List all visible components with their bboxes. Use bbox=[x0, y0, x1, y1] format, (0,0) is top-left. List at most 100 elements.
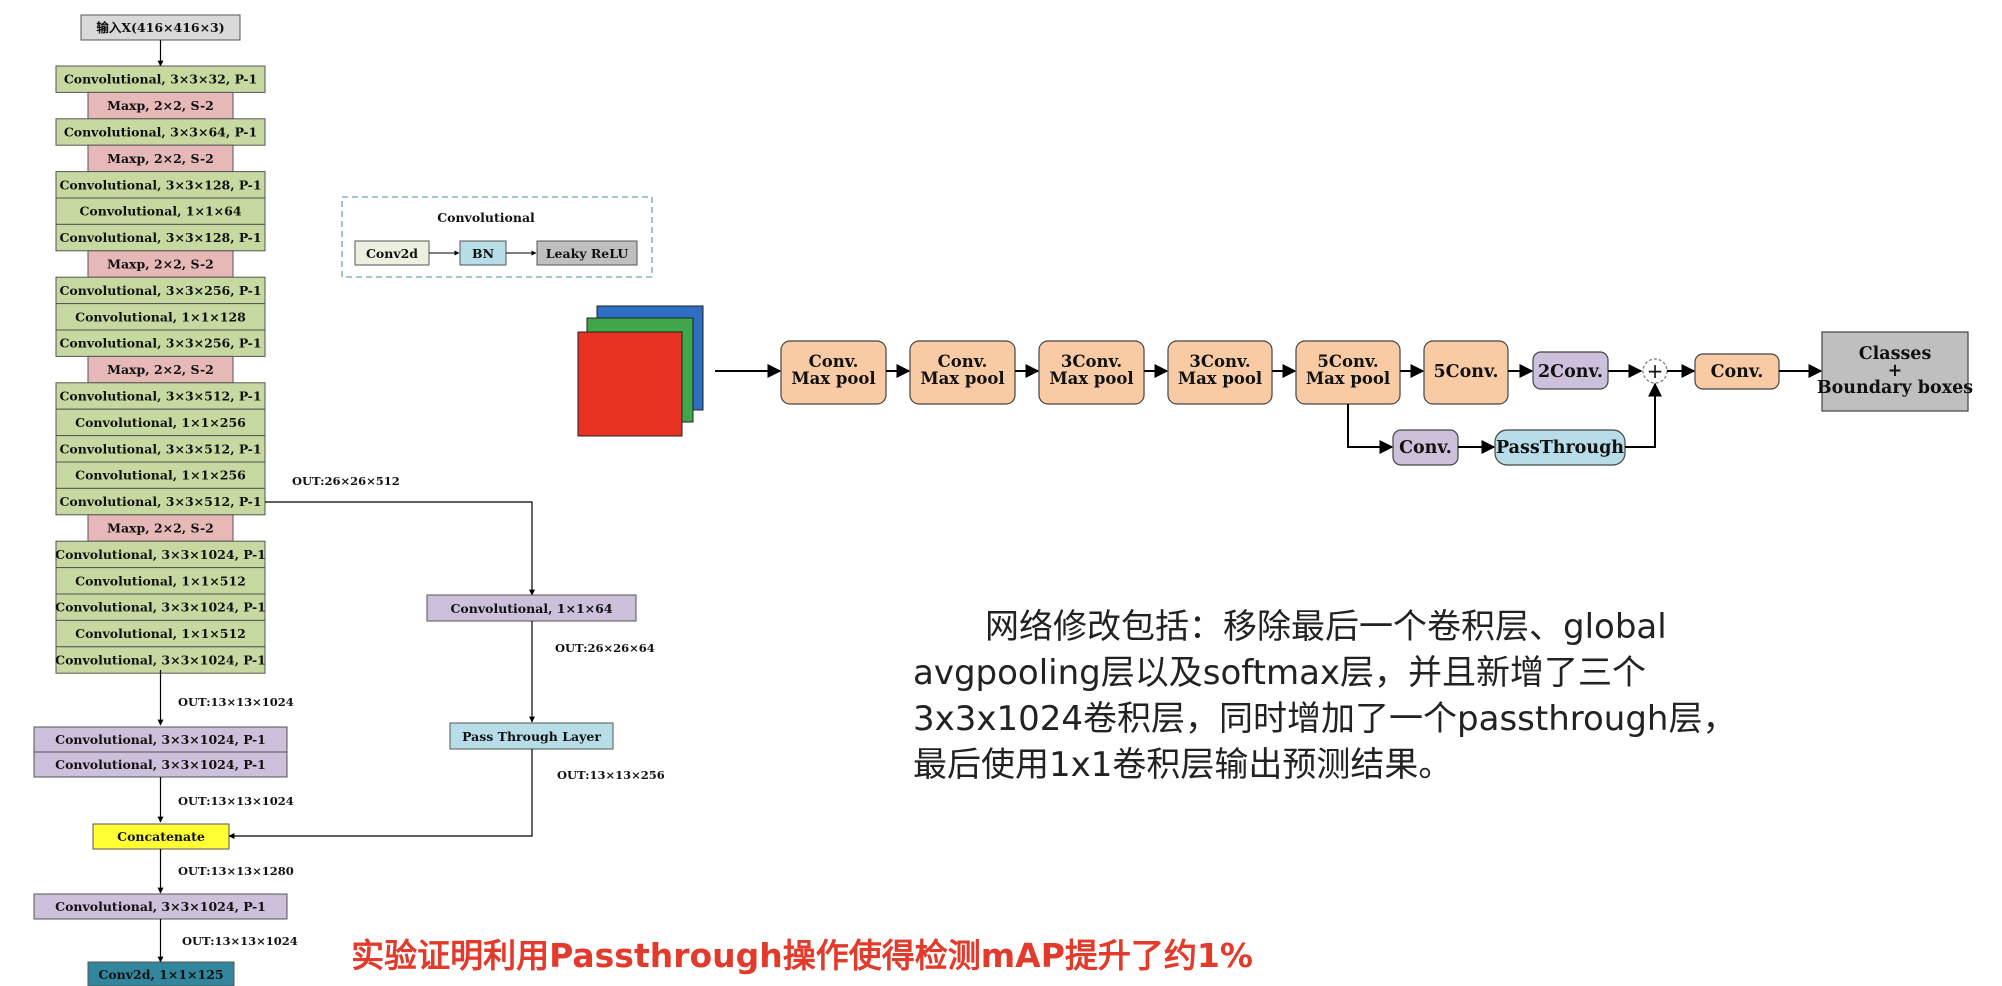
out-13x13x1280: OUT:13×13×1280 bbox=[178, 864, 294, 878]
output-box bbox=[1821, 331, 1969, 412]
skip-arrow-1 bbox=[1347, 404, 1394, 454]
description-line-4: 最后使用1x1卷积层输出预测结果。 bbox=[913, 745, 1453, 785]
conv-block bbox=[55, 329, 266, 357]
conv-block-label: Convolutional, 1×1×256 bbox=[75, 415, 246, 430]
stage-2-top: Conv. bbox=[938, 352, 988, 371]
stage-1-top: Conv. bbox=[809, 352, 859, 371]
backbone-stack: 输入X(416×416×3) Convolutional, 3×3×32, P-… bbox=[33, 14, 298, 986]
conv-block-label: Convolutional, 3×3×128, P-1 bbox=[59, 230, 261, 245]
branch-flow-conv-label: Conv. bbox=[1399, 438, 1452, 458]
conv-block bbox=[55, 197, 266, 225]
pass-through-layer-box bbox=[449, 722, 614, 750]
final-conv-label: Conv. bbox=[1711, 362, 1764, 382]
stage-2-box bbox=[909, 340, 1016, 405]
conv-block-label: Convolutional, 1×1×256 bbox=[75, 468, 246, 483]
stage-4-bottom: Max pool bbox=[1178, 369, 1262, 388]
legend-leaky-relu-box bbox=[536, 240, 638, 266]
pass-through-layer-label: Pass Through Layer bbox=[462, 729, 601, 744]
stage-1-box bbox=[780, 340, 887, 405]
final-conv2d-label: Conv2d, 1×1×125 bbox=[98, 967, 223, 982]
description-line-2: avgpooling层以及softmax层，并且新增了三个 bbox=[913, 653, 1647, 693]
out-13x13x1024-b: OUT:13×13×1024 bbox=[178, 794, 294, 808]
out-26x26x64: OUT:26×26×64 bbox=[555, 641, 655, 655]
maxpool-block bbox=[87, 250, 234, 278]
conv-block-label: Convolutional, 3×3×32, P-1 bbox=[64, 72, 257, 87]
stage-5-bottom: Max pool bbox=[1306, 369, 1390, 388]
conv-block bbox=[55, 593, 266, 621]
stage-3-top: 3Conv. bbox=[1061, 352, 1122, 371]
head-conv-c-label: Convolutional, 3×3×1024, P-1 bbox=[55, 899, 266, 914]
input-image-stack-icon bbox=[577, 305, 704, 437]
head-conv-b bbox=[33, 751, 288, 778]
stage-3-bottom: Max pool bbox=[1049, 369, 1133, 388]
maxpool-block bbox=[87, 514, 234, 542]
maxpool-block-label: Maxp, 2×2, S-2 bbox=[107, 521, 214, 536]
conv-block-label: Convolutional, 3×3×1024, P-1 bbox=[55, 600, 266, 615]
conv-block-label: Convolutional, 3×3×256, P-1 bbox=[59, 336, 261, 351]
conclusion-text: 实验证明利用Passthrough操作使得检测mAP提升了约1% bbox=[351, 936, 1253, 975]
conv-block bbox=[55, 276, 266, 305]
add-node-symbol: + bbox=[1647, 359, 1664, 383]
conv-block-label: Convolutional, 3×3×512, P-1 bbox=[59, 441, 261, 456]
input-label: 输入X(416×416×3) bbox=[96, 20, 224, 35]
input-box bbox=[80, 14, 241, 41]
legend-leaky-relu-label: Leaky ReLU bbox=[546, 246, 629, 261]
conv-block bbox=[55, 303, 266, 331]
stage-4-top: 3Conv. bbox=[1189, 352, 1250, 371]
final-conv2d-box bbox=[87, 961, 235, 986]
head-conv-c bbox=[33, 893, 288, 920]
legend-conv2d-label: Conv2d bbox=[366, 246, 418, 261]
skip-arrow-3 bbox=[1625, 382, 1662, 448]
conv5-label: 5Conv. bbox=[1433, 362, 1498, 382]
out-13x13x256: OUT:13×13×256 bbox=[557, 768, 665, 782]
legend-conv2d-box bbox=[354, 240, 430, 266]
passthrough-branch: OUT:26×26×512 Convolutional, 1×1×64 OUT:… bbox=[228, 474, 665, 839]
conv-block bbox=[55, 223, 266, 252]
maxpool-block-label: Maxp, 2×2, S-2 bbox=[107, 257, 214, 272]
conv-block-label: Convolutional, 3×3×512, P-1 bbox=[59, 389, 261, 404]
conv-block-label: Convolutional, 1×1×128 bbox=[75, 309, 246, 324]
legend-title: Convolutional bbox=[437, 210, 535, 225]
out-26x26x512: OUT:26×26×512 bbox=[292, 474, 400, 488]
output-boxes: Boundary boxes bbox=[1817, 378, 1973, 398]
conv2-label: 2Conv. bbox=[1538, 362, 1603, 382]
conv-block-label: Convolutional, 1×1×512 bbox=[75, 626, 246, 641]
conv-block-label: Convolutional, 3×3×128, P-1 bbox=[59, 177, 261, 192]
maxpool-block-label: Maxp, 2×2, S-2 bbox=[107, 98, 214, 113]
conv-block bbox=[55, 382, 266, 410]
conv-block-label: Convolutional, 3×3×512, P-1 bbox=[59, 494, 261, 509]
out-13x13x1024-a: OUT:13×13×1024 bbox=[178, 695, 294, 709]
head-conv-a-label: Convolutional, 3×3×1024, P-1 bbox=[55, 732, 266, 747]
maxpool-block bbox=[87, 355, 234, 384]
conv-block-label: Convolutional, 1×1×512 bbox=[75, 573, 246, 588]
conv-block-legend: Convolutional Conv2d BN Leaky ReLU bbox=[341, 196, 653, 278]
conv-block-label: Convolutional, 1×1×64 bbox=[79, 204, 241, 219]
branch-arrow-1 bbox=[265, 501, 535, 596]
output-plus: + bbox=[1888, 361, 1903, 381]
head-conv-a bbox=[33, 726, 288, 753]
conv-block bbox=[55, 646, 266, 674]
conv-block-label: Convolutional, 3×3×1024, P-1 bbox=[55, 653, 266, 668]
description-line-3: 3x3x1024卷积层，同时增加了一个passthrough层， bbox=[913, 699, 1737, 739]
conv-block bbox=[55, 487, 266, 516]
conv-block bbox=[55, 171, 266, 199]
maxpool-block-label: Maxp, 2×2, S-2 bbox=[107, 362, 214, 377]
conv-block-label: Convolutional, 3×3×1024, P-1 bbox=[55, 547, 266, 562]
legend-frame bbox=[341, 196, 653, 278]
conv-block-label: Convolutional, 3×3×256, P-1 bbox=[59, 283, 261, 298]
branch-arrow-3 bbox=[228, 749, 533, 839]
stage-4-box bbox=[1167, 340, 1273, 405]
output-classes: Classes bbox=[1859, 344, 1932, 364]
conv-block-label: Convolutional, 3×3×64, P-1 bbox=[64, 125, 257, 140]
head-conv-b-label: Convolutional, 3×3×1024, P-1 bbox=[55, 757, 266, 772]
conv-block bbox=[55, 408, 266, 437]
passthrough-flow-label: PassThrough bbox=[1496, 438, 1624, 458]
stage-1-bottom: Max pool bbox=[791, 369, 875, 388]
stage-5-top: 5Conv. bbox=[1317, 352, 1378, 371]
stage-3-box bbox=[1038, 340, 1145, 405]
flow-diagram: Conv. Max pool Conv. Max pool 3Conv. Max… bbox=[577, 305, 1973, 466]
stage-2-bottom: Max pool bbox=[920, 369, 1004, 388]
description-paragraph: 网络修改包括：移除最后一个卷积层、global avgpooling层以及sof… bbox=[913, 604, 1913, 788]
